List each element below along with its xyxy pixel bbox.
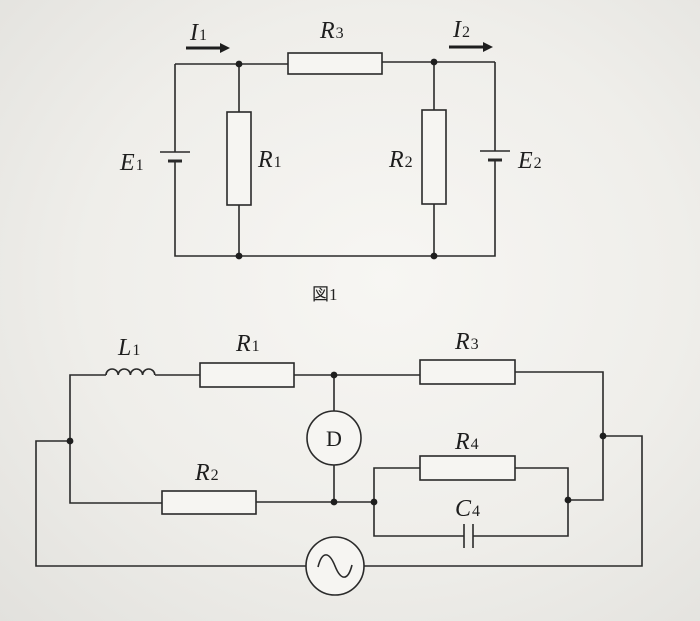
battery-e2 bbox=[480, 150, 510, 167]
battery-e1 bbox=[160, 151, 190, 170]
resistor-r1 bbox=[226, 111, 252, 206]
label-l1: L1 bbox=[117, 335, 140, 361]
junction-dot bbox=[330, 371, 338, 379]
current-arrow-i1 bbox=[186, 43, 230, 53]
wire-source-right bbox=[364, 435, 643, 567]
label-r3-fig1: R3 bbox=[319, 18, 344, 44]
junction-dot bbox=[430, 252, 438, 260]
resistor-r4 bbox=[419, 455, 516, 481]
current-arrow-i2 bbox=[449, 42, 493, 52]
junction-dot bbox=[235, 252, 243, 260]
junction-dot bbox=[430, 58, 438, 66]
figure-1: I1 R3 I2 R1 R2 E1 E2 図1 bbox=[119, 17, 542, 304]
figure-2: D L1 R1 R3 R2 R4 C4 bbox=[35, 329, 643, 596]
label-e2: E2 bbox=[517, 148, 542, 174]
arrow-i2-head bbox=[483, 42, 493, 52]
wire-right-to-parallel bbox=[568, 436, 604, 501]
resistor-r1 bbox=[199, 362, 295, 388]
detector-circle bbox=[306, 410, 362, 466]
junction-dot bbox=[330, 498, 338, 506]
resistor-r3 bbox=[287, 52, 383, 75]
label-i1: I1 bbox=[189, 20, 207, 46]
wire-left-lower-branch bbox=[69, 441, 162, 504]
label-r4: R4 bbox=[454, 429, 479, 455]
label-r1-fig2: R1 bbox=[235, 331, 260, 357]
wire-c4-left bbox=[373, 502, 464, 537]
sine-wave-icon bbox=[317, 554, 353, 578]
capacitor-c4 bbox=[463, 524, 474, 548]
detector-label: D bbox=[326, 426, 342, 451]
label-e1: E1 bbox=[119, 150, 144, 176]
figure-2-wires bbox=[35, 371, 643, 567]
wire-bottom-loop bbox=[174, 167, 496, 257]
resistor-r3 bbox=[419, 359, 516, 385]
detector: D bbox=[306, 410, 362, 466]
wire-r4-left bbox=[373, 467, 420, 502]
wire-r4-right bbox=[515, 467, 569, 500]
resistor-r2 bbox=[161, 490, 257, 515]
wire-r3-right bbox=[515, 371, 604, 436]
wire-source-left bbox=[35, 440, 306, 567]
junction-dot bbox=[564, 496, 572, 504]
label-r2-fig2: R2 bbox=[194, 460, 219, 486]
figure-1-caption: 図1 bbox=[312, 285, 338, 304]
label-r1-fig1: R1 bbox=[257, 147, 282, 173]
junction-dot bbox=[370, 498, 378, 506]
junction-dot bbox=[599, 432, 607, 440]
ac-source bbox=[305, 536, 365, 596]
junction-dot bbox=[235, 60, 243, 68]
wire-left-upper-branch bbox=[69, 374, 106, 441]
label-r3-fig2: R3 bbox=[454, 329, 479, 355]
inductor-l1 bbox=[105, 368, 156, 376]
wire-c4-right bbox=[473, 500, 569, 537]
label-c4: C4 bbox=[455, 496, 480, 522]
resistor-r2 bbox=[421, 109, 447, 205]
figure-1-wires bbox=[174, 61, 496, 257]
label-i2: I2 bbox=[452, 17, 470, 43]
junction-dot bbox=[66, 437, 74, 445]
arrow-i1-head bbox=[220, 43, 230, 53]
label-r2-fig1: R2 bbox=[388, 147, 413, 173]
